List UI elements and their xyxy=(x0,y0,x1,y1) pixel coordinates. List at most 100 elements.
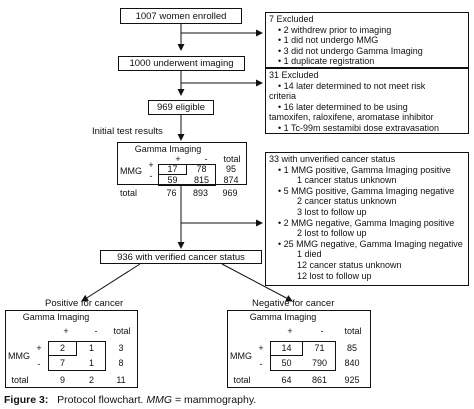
excluded-1-item: • 1 duplicate registration xyxy=(278,56,375,67)
pos-cell: 3 xyxy=(118,343,124,353)
excluded-1-item: • 3 did not undergo Gamma Imaging xyxy=(278,45,423,56)
caption-label: Figure 3: xyxy=(4,394,49,406)
positive-table: Gamma Imaging + - total MMG + - 2 1 3 7 … xyxy=(5,310,138,388)
unverified-line: 2 cancer status unknown xyxy=(297,196,397,207)
neg-cell: 840 xyxy=(344,358,360,368)
pos-total-cell: 9 xyxy=(59,375,65,385)
neg-table-header: Gamma Imaging xyxy=(249,312,317,322)
excluded-2-line: • 1 Tc-99m sestamibi dose extravasation xyxy=(278,122,440,133)
unverified-line: 1 cancer status unknown xyxy=(297,175,397,186)
main-total-cell: 76 xyxy=(166,188,177,198)
pos-cell: 7 xyxy=(59,358,65,368)
negative-table: Gamma Imaging + - total MMG + - 14 71 85… xyxy=(227,310,371,388)
pos-inner-divider xyxy=(48,341,77,356)
unverified-line: • 5 MMG positive, Gamma Imaging negative xyxy=(278,185,455,196)
excluded-1-title: 7 Excluded xyxy=(269,14,314,24)
neg-total-cell: 861 xyxy=(311,375,328,385)
enrolled-text: 1007 women enrolled xyxy=(135,10,227,22)
pos-row-plus: + xyxy=(36,343,42,353)
caption-abbr: MMG xyxy=(146,394,173,406)
unverified-line: • 1 MMG positive, Gamma Imaging positive xyxy=(278,164,451,175)
excluded-1-item: • 1 did not undergo MMG xyxy=(278,35,379,46)
pos-cell: 1 xyxy=(88,343,94,353)
neg-col-total: total xyxy=(344,326,362,336)
neg-col-minus: - xyxy=(320,326,324,336)
main-total-cell: 893 xyxy=(192,188,209,198)
neg-row-minus: - xyxy=(259,359,263,369)
unverified-line: 12 cancer status unknown xyxy=(297,259,402,270)
figure-caption: Figure 3: Protocol flowchart. MMG = mamm… xyxy=(4,394,256,406)
main-col-total: total xyxy=(223,154,241,164)
unverified-line: 12 lost to follow up xyxy=(297,270,372,281)
caption-text-b: = mammography. xyxy=(172,394,257,406)
neg-inner-grid xyxy=(270,341,336,371)
main-total-cell: 969 xyxy=(222,188,238,198)
main-cell: 78 xyxy=(196,164,207,174)
pos-total-cell: 2 xyxy=(88,375,94,385)
pos-cell: 2 xyxy=(59,343,65,353)
neg-col-plus: + xyxy=(287,326,293,336)
underwent-box: 1000 underwent imaging xyxy=(118,56,245,71)
excluded-box-2: 31 Excluded • 14 later determined to not… xyxy=(265,68,469,134)
pos-cell: 8 xyxy=(118,358,124,368)
verified-box: 936 with verified cancer status xyxy=(100,250,262,264)
main-cell: 815 xyxy=(193,175,210,185)
neg-cell: 50 xyxy=(281,358,292,368)
eligible-box: 969 eligible xyxy=(148,100,214,115)
main-cell: 59 xyxy=(167,175,178,185)
excluded-2-line: criteria xyxy=(269,91,297,102)
pos-col-total: total xyxy=(113,326,131,336)
neg-cell: 71 xyxy=(314,343,325,353)
main-table-header: Gamma Imaging xyxy=(134,144,202,154)
pos-total-cell: 11 xyxy=(116,375,126,385)
pos-row-minus: - xyxy=(37,359,41,369)
excluded-2-line: tamoxifen, raloxifene, aromatase inhibit… xyxy=(269,112,434,123)
main-total-label: total xyxy=(120,188,138,198)
unverified-line: 1 died xyxy=(297,249,322,260)
main-cell: 874 xyxy=(223,175,239,185)
neg-row-plus: + xyxy=(258,343,264,353)
underwent-text: 1000 underwent imaging xyxy=(129,58,234,69)
excluded-2-line: • 16 later determined to be using xyxy=(278,101,408,112)
main-inner-grid xyxy=(158,164,216,186)
excluded-1-item: • 2 withdrew prior to imaging xyxy=(278,24,392,35)
unverified-line: 2 lost to follow up xyxy=(297,228,367,239)
pos-col-minus: - xyxy=(94,326,98,336)
unverified-line: • 25 MMG negative, Gamma Imaging negativ… xyxy=(278,238,463,249)
main-row-label: MMG xyxy=(120,166,142,176)
excluded-2-title: 31 Excluded xyxy=(269,70,319,80)
excluded-box-1: 7 Excluded • 2 withdrew prior to imaging… xyxy=(265,12,469,68)
positive-label: Positive for cancer xyxy=(45,298,124,309)
pos-table-header: Gamma Imaging xyxy=(22,312,90,322)
negative-label: Negative for cancer xyxy=(252,298,335,309)
main-col-plus: + xyxy=(175,154,181,164)
pos-col-plus: + xyxy=(63,326,69,336)
pos-total-label: total xyxy=(11,375,29,385)
neg-inner-divider xyxy=(270,341,303,356)
neg-total-cell: 64 xyxy=(281,375,292,385)
caption-text-a: Protocol flowchart. xyxy=(57,394,147,406)
main-row-plus: + xyxy=(148,160,154,170)
main-row-minus: - xyxy=(149,171,153,181)
main-inner-divider xyxy=(158,164,187,175)
main-cell: 17 xyxy=(167,164,178,174)
neg-total-label: total xyxy=(233,375,251,385)
pos-inner-grid xyxy=(48,341,106,371)
unverified-line: 3 lost to follow up xyxy=(297,206,367,217)
neg-row-label: MMG xyxy=(230,351,252,361)
neg-total-cell: 925 xyxy=(344,375,360,385)
unverified-line: • 2 MMG negative, Gamma Imaging positive xyxy=(278,217,455,228)
main-col-minus: - xyxy=(204,154,208,164)
enrolled-box: 1007 women enrolled xyxy=(120,8,242,24)
eligible-text: 969 eligible xyxy=(156,102,206,113)
neg-cell: 85 xyxy=(346,343,357,353)
main-table: Gamma Imaging + - total MMG + - 17 78 95… xyxy=(117,142,247,186)
neg-cell: 14 xyxy=(281,343,292,353)
unverified-box: 33 with unverified cancer status • 1 MMG… xyxy=(265,152,469,286)
neg-cell: 790 xyxy=(311,358,328,368)
verified-text: 936 with verified cancer status xyxy=(117,251,245,263)
excluded-2-line: • 14 later determined to not meet risk xyxy=(278,80,426,91)
unverified-title: 33 with unverified cancer status xyxy=(269,154,396,164)
initial-results-label: Initial test results xyxy=(92,126,163,137)
